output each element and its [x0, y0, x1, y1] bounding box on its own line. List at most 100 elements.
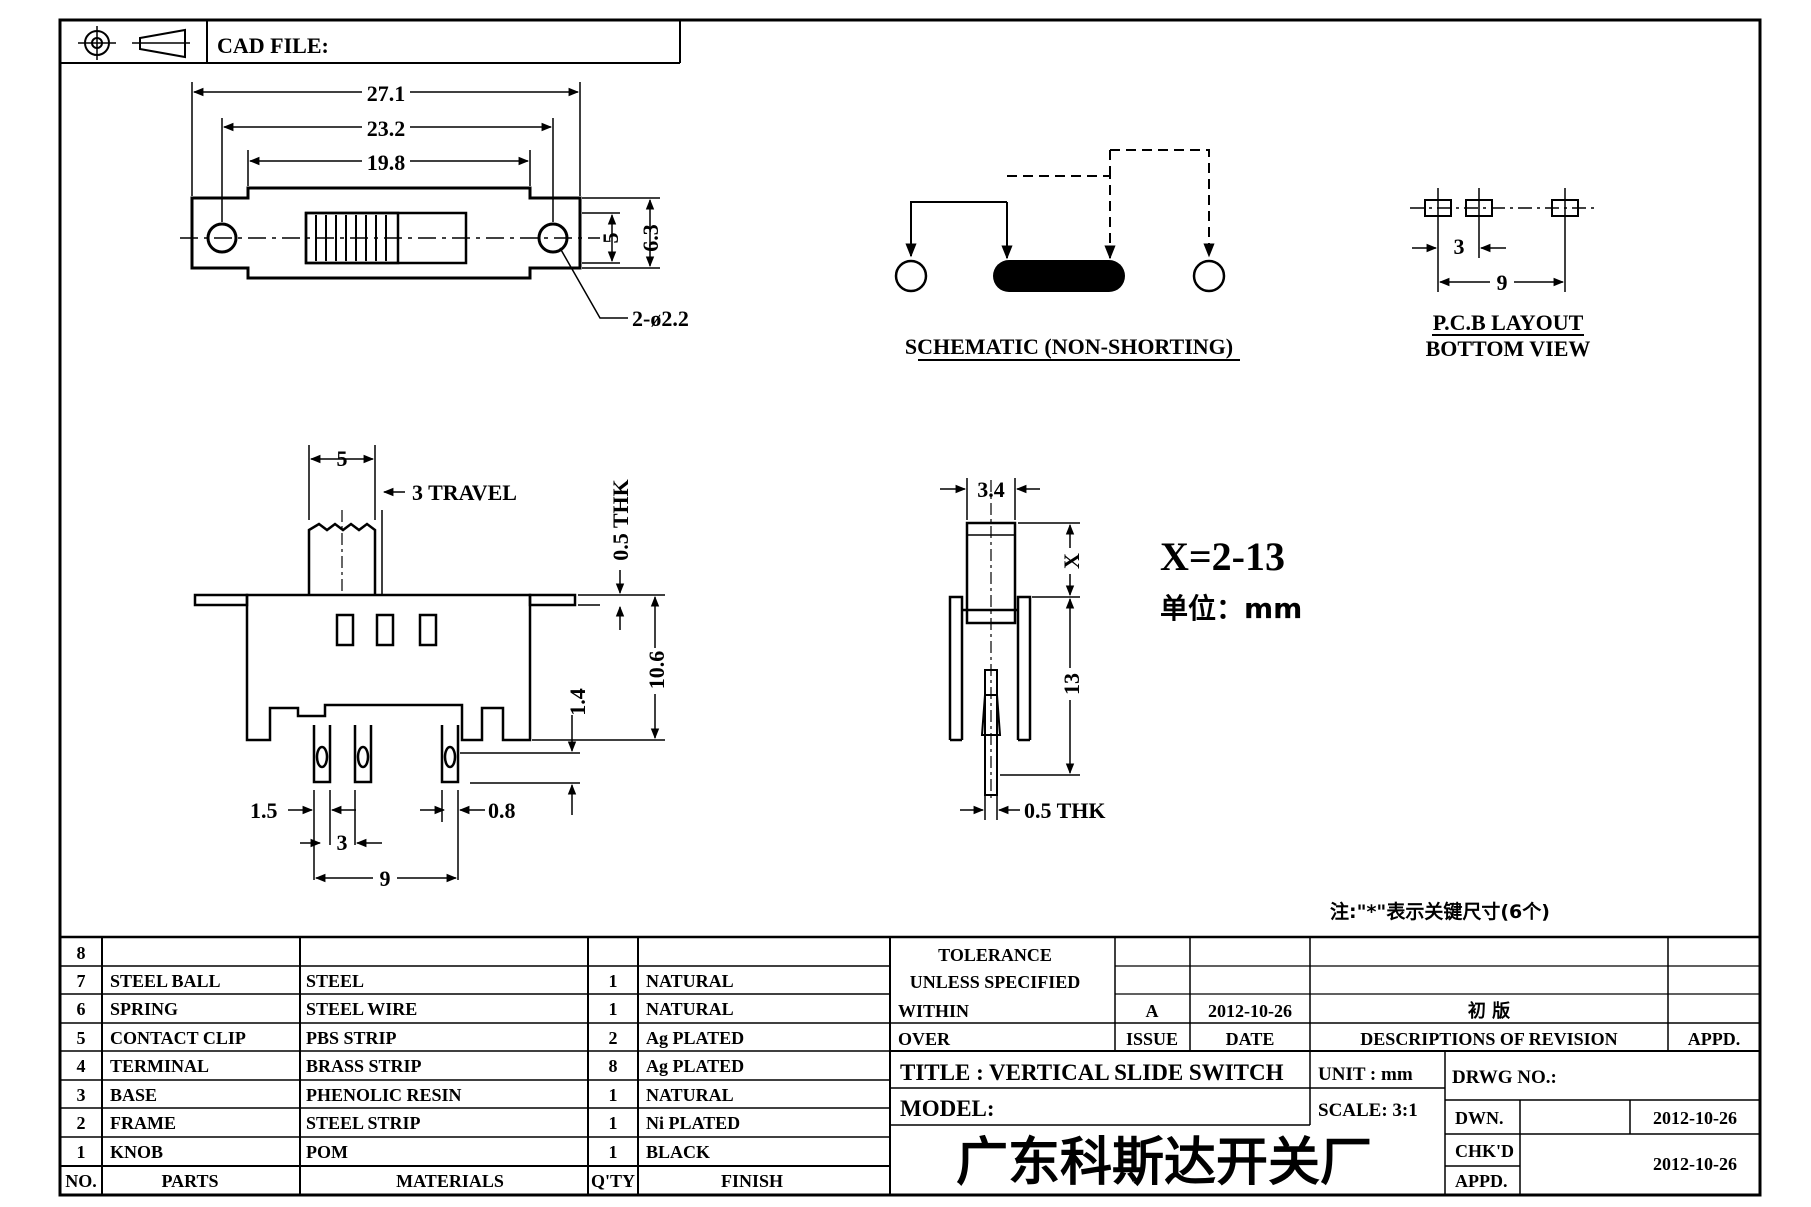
bom-row: 6 SPRING STEEL WIRE 1 NATURAL [77, 999, 734, 1019]
bom-material: STEEL STRIP [306, 1113, 421, 1133]
bom-qty: 1 [609, 1113, 618, 1133]
bom-table: 8 7 STEEL BALL STEEL 1 NATURAL 6 SPRING … [65, 943, 783, 1191]
bom-material: POM [306, 1142, 348, 1162]
front-body [245, 593, 532, 742]
bom-no: 6 [77, 999, 86, 1019]
revision-block: A 2012-10-26 初 版 ISSUE DATE DESCRIPTIONS… [1126, 1000, 1740, 1049]
revision-date: 2012-10-26 [1208, 1001, 1292, 1021]
front-flange [193, 593, 577, 607]
schematic: SCHEMATIC (NON-SHORTING) [894, 149, 1240, 361]
front-thk: 0.5 THK [608, 479, 633, 561]
knob-ribs [315, 215, 387, 261]
pcb-layout: 3 9 P.C.B LAYOUT BOTTOM VIEW [1410, 188, 1595, 361]
bom-finish: Ag PLATED [646, 1028, 744, 1048]
front-window-1 [335, 613, 355, 647]
model-label: MODEL: [900, 1096, 995, 1121]
unit-label: UNIT : mm [1318, 1064, 1413, 1085]
front-pins [312, 725, 460, 784]
dim-slot-height: 5 [598, 233, 623, 244]
front-dim-body: 10.6 [644, 651, 669, 690]
front-window-2 [375, 613, 395, 647]
cad-file-label: CAD FILE: [217, 33, 329, 58]
bom-material: STEEL [306, 971, 364, 991]
bom-qty: 1 [609, 1085, 618, 1105]
pcb-dim-pitch: 3 [1454, 234, 1465, 259]
side-frame [948, 595, 1032, 742]
checked-label: CHK'D [1455, 1141, 1514, 1161]
bom-part: BASE [110, 1085, 157, 1105]
bom-finish: BLACK [646, 1142, 710, 1162]
bom-part: STEEL BALL [110, 971, 221, 991]
bom-no: 1 [77, 1142, 86, 1162]
front-window-3 [418, 613, 438, 647]
x-range-note: X=2-13 [1160, 534, 1285, 579]
drawing-title: TITLE : VERTICAL SLIDE SWITCH [900, 1060, 1284, 1085]
projection-symbol-icon [78, 26, 190, 60]
tolerance-within: WITHIN [898, 1001, 969, 1021]
bom-row: 4 TERMINAL BRASS STRIP 8 Ag PLATED [77, 1056, 745, 1076]
bom-finish: Ni PLATED [646, 1113, 740, 1133]
front-dim-span: 9 [380, 866, 391, 891]
revision-date-label: DATE [1226, 1029, 1275, 1049]
bom-header-finish: FINISH [721, 1171, 783, 1191]
pcb-title: P.C.B LAYOUT [1433, 310, 1584, 335]
header-strip: CAD FILE: [60, 20, 681, 64]
bom-material: STEEL WIRE [306, 999, 417, 1019]
dim-overall-length: 27.1 [367, 81, 406, 106]
bom-material: PBS STRIP [306, 1028, 397, 1048]
front-dim-knob: 5 [337, 446, 348, 471]
bom-no: 8 [77, 943, 86, 963]
bom-row: 7 STEEL BALL STEEL 1 NATURAL [77, 971, 734, 991]
bom-part: SPRING [110, 999, 178, 1019]
title-block-grid [60, 935, 1760, 1195]
bom-header-parts: PARTS [161, 1171, 218, 1191]
bom-qty: 8 [609, 1056, 618, 1076]
revision-appd-label: APPD. [1688, 1029, 1741, 1049]
bom-row: 5 CONTACT CLIP PBS STRIP 2 Ag PLATED [77, 1028, 745, 1048]
bom-qty: 1 [609, 999, 618, 1019]
bom-finish: NATURAL [646, 971, 734, 991]
approved-label: APPD. [1455, 1171, 1508, 1191]
tolerance-over: OVER [898, 1029, 951, 1049]
checked-date: 2012-10-26 [1653, 1154, 1737, 1174]
front-dim-pin-right: 0.8 [488, 798, 516, 823]
revision-description: 初 版 [1468, 1000, 1510, 1022]
key-dimension-note: 注:"*"表示关键尺寸(6个) [1330, 900, 1550, 923]
side-thk: 0.5 THK [1024, 798, 1106, 823]
top-view: 27.1 23.2 19.8 5 6.3 2-ø2.2 [180, 78, 689, 331]
dim-slot-length: 19.8 [367, 150, 406, 175]
front-travel: 3 TRAVEL [412, 480, 517, 505]
dim-frame-height: 6.3 [638, 224, 663, 252]
bom-finish: NATURAL [646, 999, 734, 1019]
bom-material: BRASS STRIP [306, 1056, 422, 1076]
tolerance-block: TOLERANCE UNLESS SPECIFIED WITHIN OVER [898, 945, 1080, 1049]
bom-part: CONTACT CLIP [110, 1028, 246, 1048]
bom-part: KNOB [110, 1142, 163, 1162]
bom-no: 7 [77, 971, 86, 991]
bom-header-materials: MATERIALS [396, 1171, 504, 1191]
slide-knob [304, 211, 400, 265]
pcb-subtitle: BOTTOM VIEW [1426, 336, 1591, 361]
bom-part: FRAME [110, 1113, 176, 1133]
sheet-border [58, 18, 1762, 1197]
bom-header-row: NO. PARTS MATERIALS Q'TY FINISH [65, 1171, 783, 1191]
bom-no: 2 [77, 1113, 86, 1133]
title-block: TITLE : VERTICAL SLIDE SWITCH MODEL: UNI… [900, 1060, 1737, 1193]
unit-note: 单位：mm [1160, 592, 1302, 625]
drawn-label: DWN. [1455, 1108, 1504, 1128]
revision-issue-label: ISSUE [1126, 1029, 1178, 1049]
tolerance-line1: TOLERANCE [938, 945, 1052, 965]
scale-label: SCALE: 3:1 [1318, 1100, 1418, 1121]
pcb-dim-span: 9 [1497, 270, 1508, 295]
side-dim-x: X [1059, 553, 1084, 569]
dim-hole-spacing: 23.2 [367, 116, 406, 141]
revision-issue: A [1146, 1001, 1159, 1021]
side-pin [984, 694, 998, 796]
bom-header-no: NO. [65, 1171, 97, 1191]
schematic-terminal-left [894, 259, 928, 293]
bom-part: TERMINAL [110, 1056, 209, 1076]
bom-finish: Ag PLATED [646, 1056, 744, 1076]
side-view: 3.4 X 13 0.5 THK [940, 477, 1106, 823]
bom-qty: 1 [609, 1142, 618, 1162]
